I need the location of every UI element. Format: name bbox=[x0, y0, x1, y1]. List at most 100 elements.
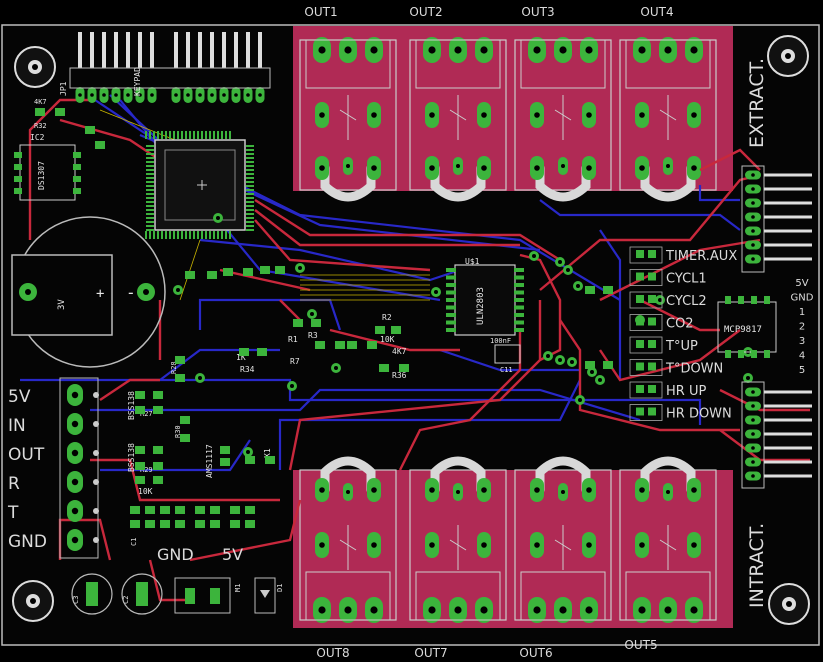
right-terminal-label: 1 bbox=[799, 307, 805, 318]
r36-value: 4K7 bbox=[392, 347, 407, 356]
bss138-upper-label: BSS138 bbox=[127, 391, 136, 420]
misc-components: R2 10K R1 R3 R36 4K7 R34 1K R7 AMS1117 X… bbox=[72, 313, 407, 604]
output-label-bottom: OUT5 bbox=[624, 638, 657, 652]
relay bbox=[299, 37, 397, 202]
r3-label: R3 bbox=[308, 331, 318, 340]
right-terminal-labels: 5V GND 1 2 3 4 5 bbox=[791, 278, 814, 376]
u1-part-label: ULN2803 bbox=[476, 287, 486, 325]
r34-value: 1K bbox=[236, 353, 246, 362]
r32-value: 4K7 bbox=[34, 98, 47, 106]
r30-label: R30 bbox=[174, 425, 182, 438]
mounting-hole-top-left bbox=[14, 46, 56, 88]
microcontroller-ic bbox=[145, 131, 254, 239]
indicator-label: CO2 bbox=[666, 317, 694, 332]
output-label-bottom: OUT6 bbox=[519, 646, 552, 660]
ic2-label: IC2 bbox=[30, 133, 45, 142]
c3-label: C3 bbox=[72, 596, 80, 604]
left-terminal-label: IN bbox=[8, 416, 26, 436]
ratsnest-lines bbox=[99, 109, 430, 301]
r29-label: R29 bbox=[140, 466, 153, 474]
indicator-label: T°DOWN bbox=[665, 362, 723, 377]
r32-label: R32 bbox=[34, 122, 47, 130]
relay bbox=[619, 456, 717, 623]
gnd-power-label: GND bbox=[157, 545, 194, 564]
ic2-part-label: DS1307 bbox=[37, 161, 46, 190]
indicator-label: TIMER.AUX bbox=[665, 249, 737, 264]
vias bbox=[173, 213, 753, 457]
mounting-hole-bottom-right bbox=[768, 583, 810, 625]
r7-label: R7 bbox=[290, 357, 300, 366]
mcp9817-label: MCP9817 bbox=[724, 325, 762, 335]
r2-label: R2 bbox=[382, 313, 392, 322]
left-terminal-label: T bbox=[7, 503, 19, 523]
right-terminal-label: 5 bbox=[799, 365, 805, 376]
r34-label: R34 bbox=[240, 365, 255, 374]
m1-label: M1 bbox=[234, 584, 242, 592]
left-terminal-label: 5V bbox=[8, 387, 31, 407]
left-terminal-label: GND bbox=[8, 532, 47, 552]
output-label-top: OUT3 bbox=[521, 5, 554, 19]
indicator-pads bbox=[629, 246, 663, 421]
bss138-lower-label: BSS138 bbox=[127, 443, 136, 472]
output-label-bottom: OUT8 bbox=[316, 646, 349, 660]
battery-label: 3V bbox=[57, 299, 67, 310]
rtc-ic: DS1307 IC2 4K7 R32 bbox=[14, 98, 81, 201]
ams1117-label: AMS1117 bbox=[205, 444, 214, 478]
indicator-label: CYCL1 bbox=[666, 272, 707, 287]
relay bbox=[409, 456, 507, 623]
bottom-output-labels: OUT8 OUT7 OUT6 OUT5 bbox=[316, 638, 657, 660]
d1-label: D1 bbox=[276, 584, 284, 592]
electrolytic-capacitors bbox=[71, 573, 276, 615]
right-header-bottom bbox=[741, 381, 812, 489]
relay bbox=[619, 37, 717, 202]
intract-label: INTRACT. bbox=[746, 523, 768, 608]
mounting-hole-bottom-left bbox=[12, 580, 54, 622]
c2-label: C2 bbox=[122, 596, 130, 604]
coin-battery: + - 3V bbox=[11, 216, 166, 368]
mounting-hole-top-right bbox=[767, 35, 809, 77]
r-10k-label: 10K bbox=[138, 487, 153, 496]
x1-label: X1 bbox=[263, 448, 272, 458]
left-terminal-block bbox=[59, 377, 99, 559]
extract-label: EXTRACT. bbox=[746, 58, 768, 148]
relays-bottom bbox=[299, 456, 717, 623]
relay bbox=[299, 456, 397, 623]
indicator-label: HR DOWN bbox=[666, 407, 732, 422]
r2-value: 10K bbox=[380, 335, 395, 344]
relay bbox=[514, 37, 612, 202]
r28-label: R28 bbox=[170, 361, 178, 374]
svg-text:+: + bbox=[96, 286, 104, 302]
keypad-label: KEYPAD bbox=[133, 67, 142, 96]
r36-label: R36 bbox=[392, 371, 407, 380]
smd-pads bbox=[35, 108, 613, 528]
indicator-label: CYCL2 bbox=[666, 294, 707, 309]
c1-label: C1 bbox=[130, 538, 138, 546]
output-label-bottom: OUT7 bbox=[414, 646, 447, 660]
right-terminal-label: GND bbox=[791, 293, 814, 304]
relays-top bbox=[299, 37, 717, 202]
right-terminal-label: 2 bbox=[799, 322, 805, 333]
5v-power-label: 5V bbox=[222, 545, 243, 564]
uln2803-driver: ULN2803 U$1 100nF C11 bbox=[446, 257, 524, 374]
right-terminal-label: 4 bbox=[799, 351, 805, 362]
left-terminal-label: R bbox=[8, 474, 20, 494]
right-terminal-label: 5V bbox=[795, 278, 808, 289]
right-header-top bbox=[741, 165, 812, 273]
c11-value: 100nF bbox=[490, 337, 511, 345]
mcp9817-sensor: MCP9817 bbox=[717, 296, 777, 358]
output-label-top: OUT2 bbox=[409, 5, 442, 19]
u1-label: U$1 bbox=[465, 257, 480, 266]
output-label-top: OUT4 bbox=[640, 5, 673, 19]
keypad-header: KEYPAD JP1 bbox=[59, 32, 271, 103]
relay bbox=[514, 456, 612, 623]
c11-label: C11 bbox=[500, 366, 513, 374]
indicator-label: T°UP bbox=[665, 339, 698, 354]
right-terminal-label: 3 bbox=[799, 336, 805, 347]
svg-text:-: - bbox=[126, 283, 136, 302]
indicator-label: HR UP bbox=[666, 384, 706, 399]
